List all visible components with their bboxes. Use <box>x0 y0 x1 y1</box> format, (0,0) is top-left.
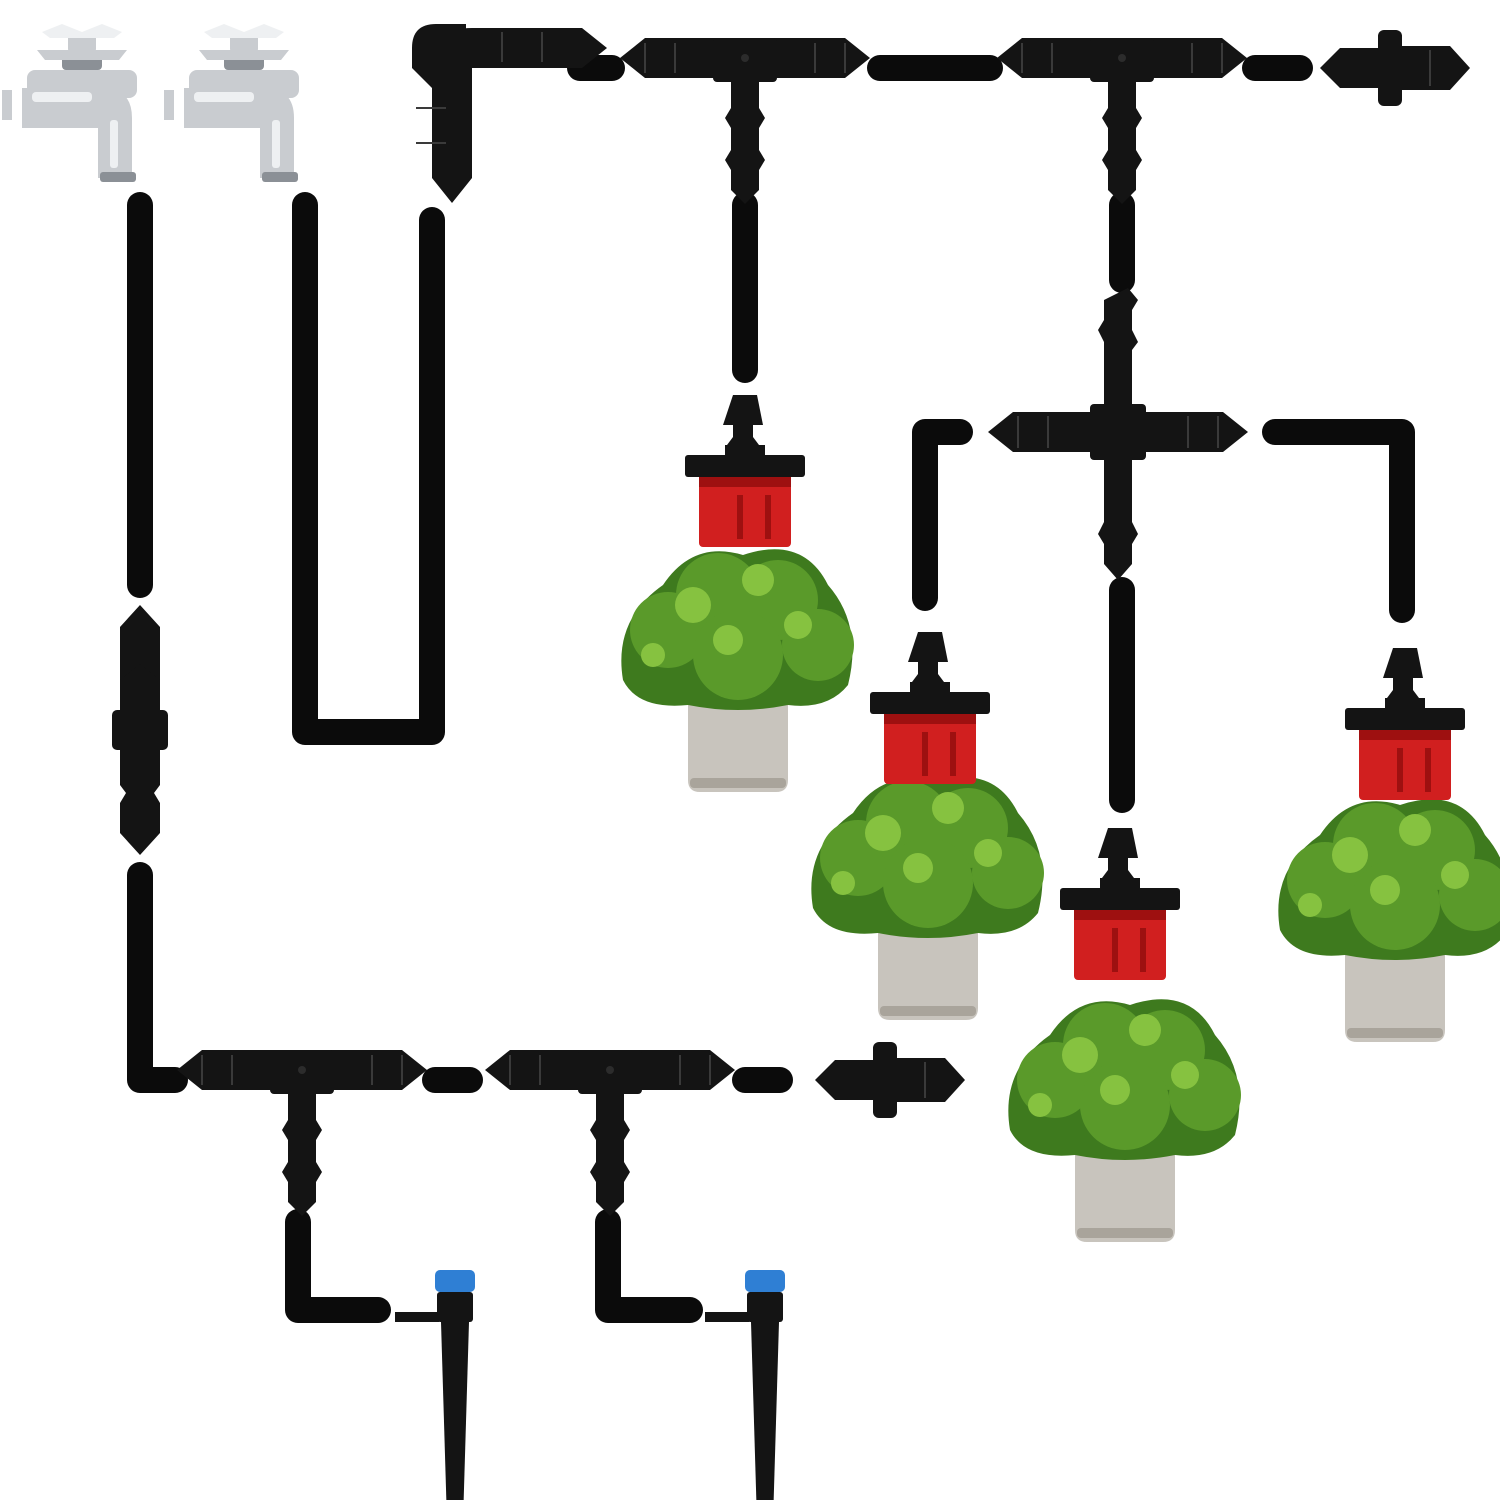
potted-plant-icon <box>811 777 1044 1020</box>
cross-connector-icon <box>987 287 1249 581</box>
stake-sprinkler-icon <box>705 1270 785 1500</box>
tee-connector-icon <box>484 1049 736 1217</box>
straight-coupler-icon <box>112 605 168 855</box>
dripper-icon <box>1060 828 1180 980</box>
dripper-icon <box>870 632 990 784</box>
tubing <box>127 55 1415 1323</box>
dripper-icon <box>685 395 805 547</box>
elbow-connector-icon <box>411 23 608 204</box>
faucet-icon <box>164 24 299 182</box>
tee-connector-icon <box>176 1049 428 1217</box>
end-plug-icon <box>1319 29 1471 107</box>
tee-connector-icon <box>996 37 1248 205</box>
potted-plant-icon <box>621 549 854 792</box>
tee-connector-icon <box>619 37 871 205</box>
dripper-icon <box>1345 648 1465 800</box>
potted-plant-icon <box>1278 799 1500 1042</box>
faucet-icon <box>2 24 137 182</box>
potted-plant-icon <box>1008 999 1241 1242</box>
stake-sprinkler-icon <box>395 1270 475 1500</box>
end-plug-icon <box>814 1041 966 1119</box>
